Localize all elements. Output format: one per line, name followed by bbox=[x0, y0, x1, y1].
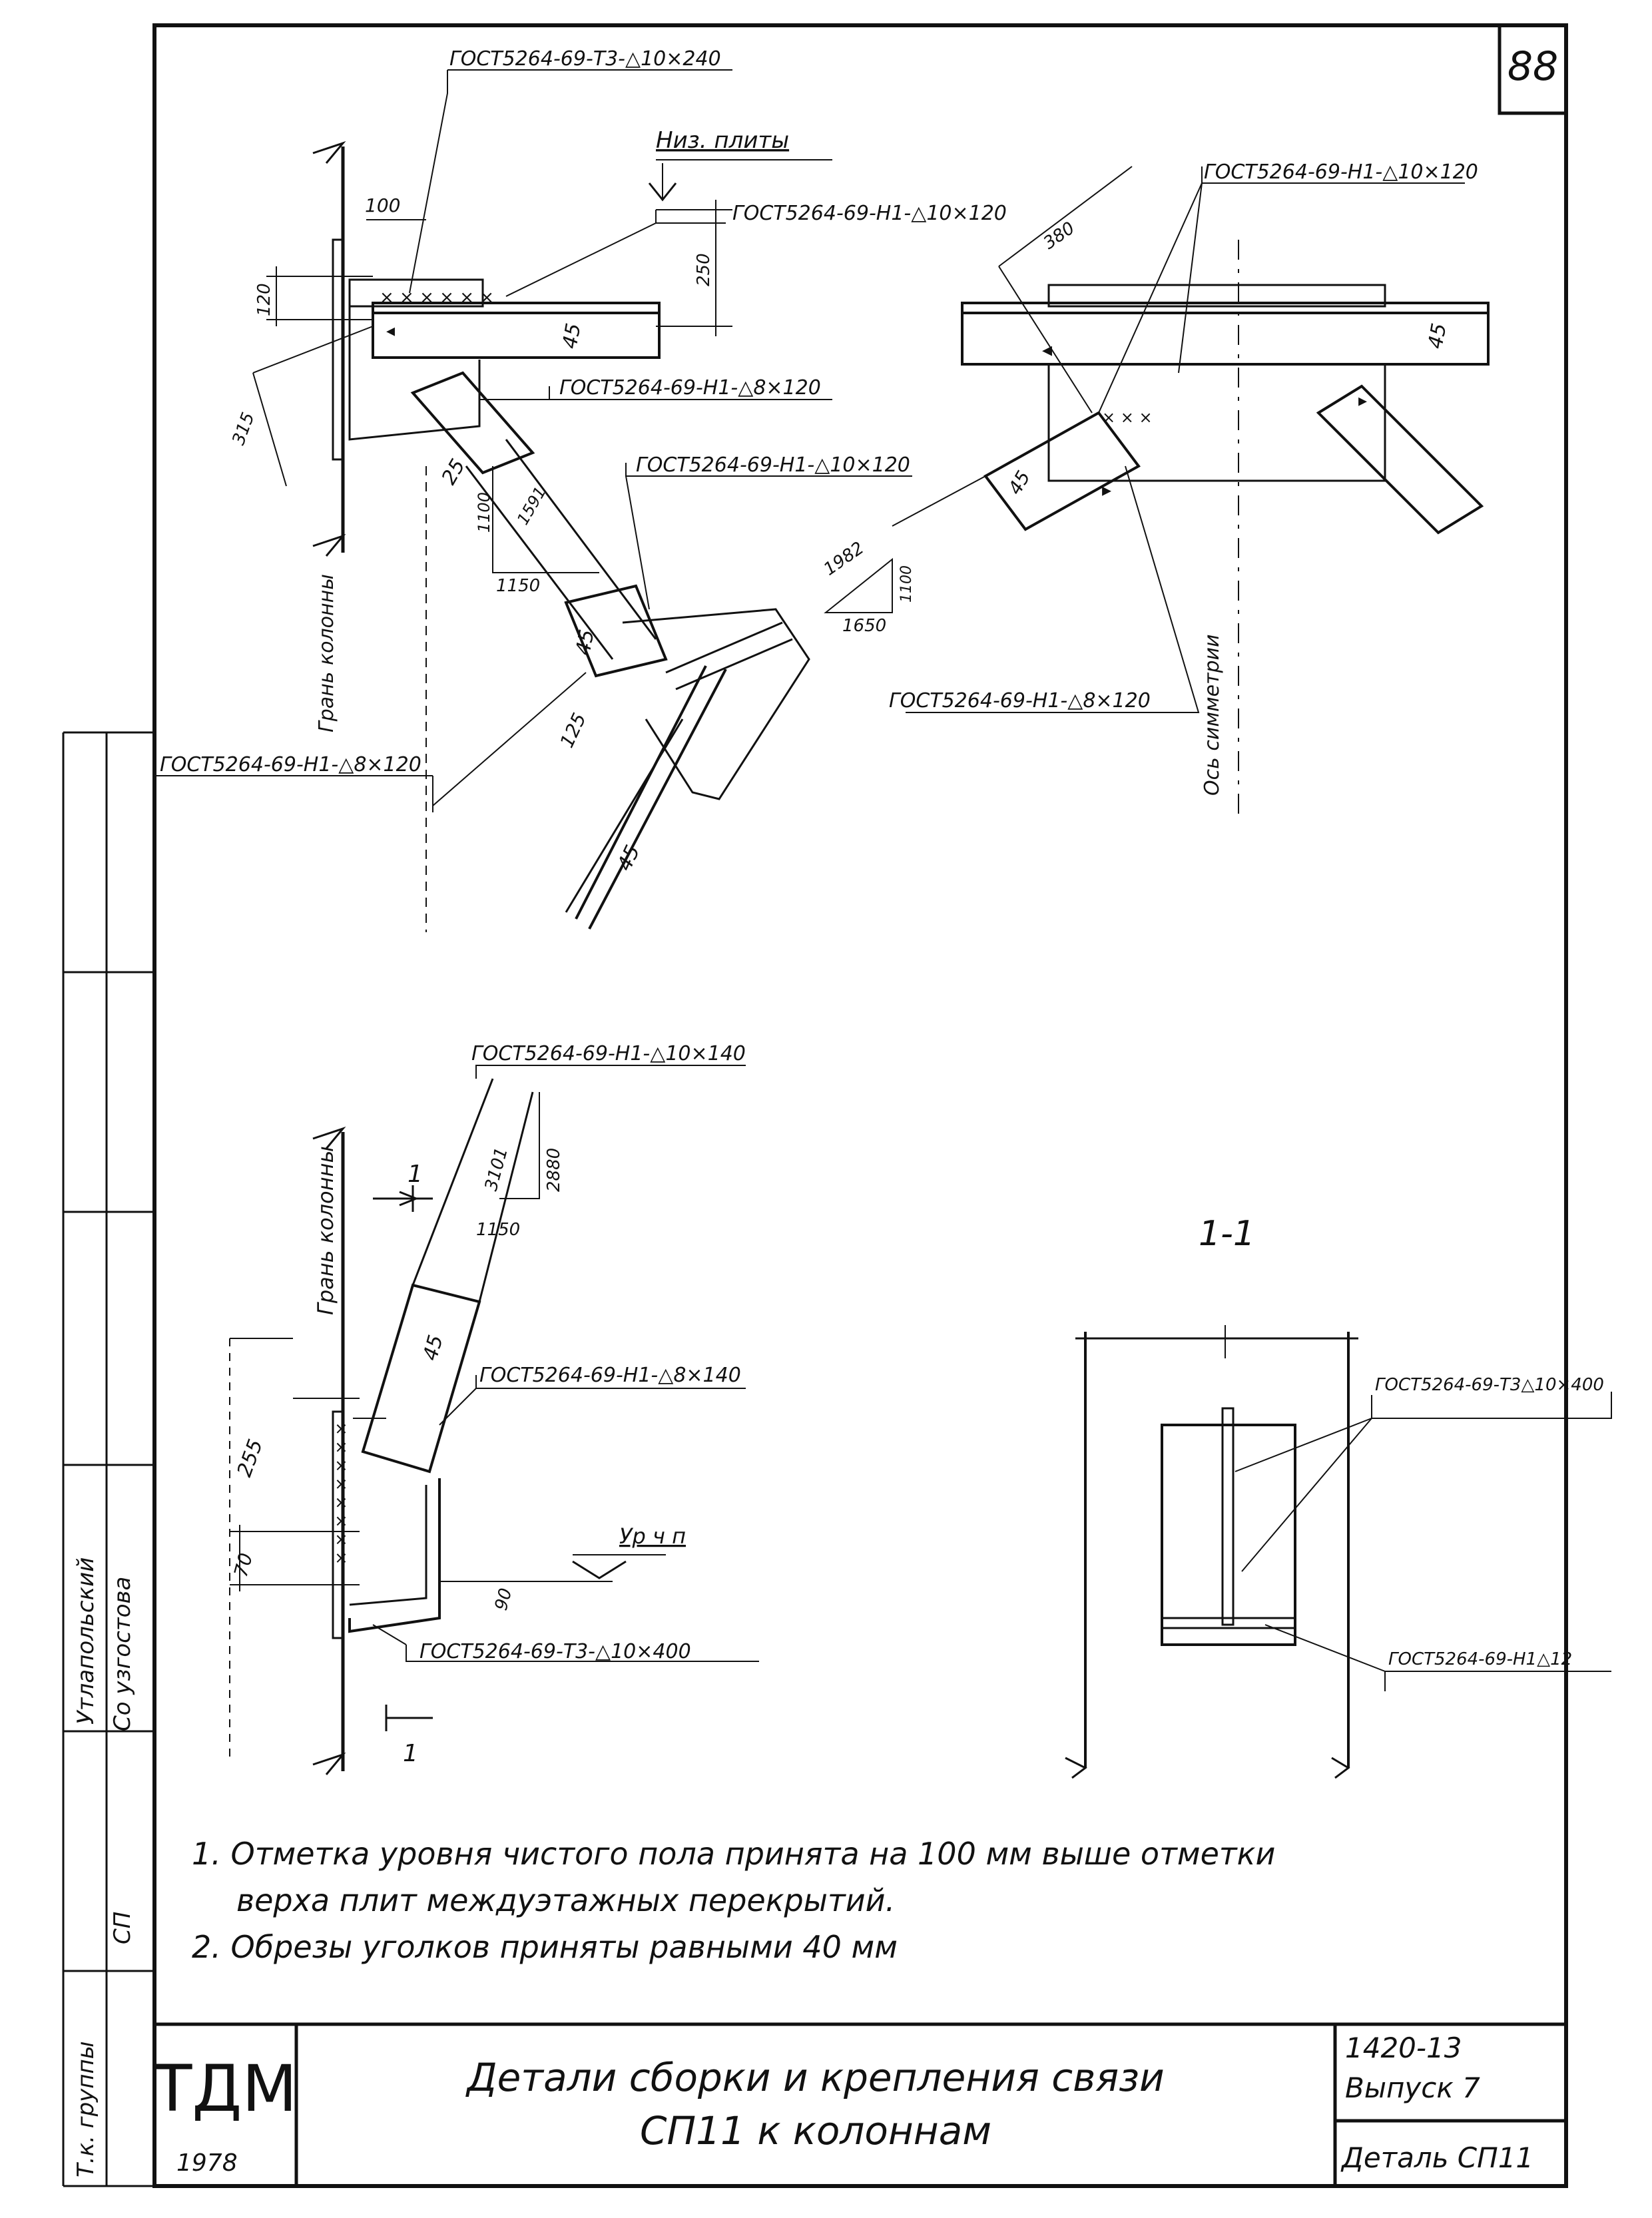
column-face-label-top: Грань колонны bbox=[315, 574, 338, 732]
dim-120: 120 bbox=[254, 283, 274, 316]
detail-top-left bbox=[153, 69, 912, 932]
stamp-row-3: СП bbox=[109, 1912, 136, 1944]
sheet-number-box bbox=[1498, 25, 1566, 115]
drawing-title-line-2: СП11 к колоннам bbox=[640, 2108, 991, 2153]
callout-h1-8x120-right: ГОСТ5264-69-Н1-△8×120 bbox=[889, 689, 1151, 712]
dim-250: 250 bbox=[694, 253, 714, 286]
dim-125: 125 bbox=[555, 710, 590, 751]
dim-90: 90 bbox=[491, 1586, 517, 1613]
angle-45-c: 45 bbox=[613, 842, 645, 874]
year: 1978 bbox=[176, 2149, 238, 2177]
stamp-row-1: Утлапольский bbox=[73, 1557, 99, 1725]
dim-380: 380 bbox=[1040, 218, 1079, 254]
slope-3101: 3101 bbox=[481, 1145, 512, 1193]
issue-number: Выпуск 7 bbox=[1345, 2072, 1480, 2104]
slope-1100-right: 1100 bbox=[898, 565, 915, 603]
callout-top-t3: ГОСТ5264-69-Т3-△10×240 bbox=[449, 47, 721, 71]
weld-marks: × × × × × × × × × × × × × × × × × ◂ ◂ ▸ … bbox=[332, 288, 1367, 1565]
callout-h1-10x120-right: ГОСТ5264-69-Н1-△10×120 bbox=[1204, 160, 1478, 184]
detail-bottom-left bbox=[229, 1065, 759, 1775]
symmetry-axis-label: Ось симметрии bbox=[1201, 634, 1224, 796]
stamp-row-2: Со узгостова bbox=[109, 1577, 136, 1731]
section-callout-t3: ГОСТ5264-69-Т3△10×400 bbox=[1375, 1375, 1604, 1395]
level-label-top: Низ. плиты bbox=[656, 127, 789, 154]
slope-1150-left: 1150 bbox=[496, 576, 540, 596]
angle-45-b: 45 bbox=[571, 628, 599, 657]
section-mark-bottom: 1 bbox=[403, 1740, 418, 1767]
angle-25: 25 bbox=[437, 455, 470, 489]
section-callout-h1: ГОСТ5264-69-Н1△12 bbox=[1388, 1649, 1572, 1669]
dim-315: 315 bbox=[228, 410, 258, 447]
slope-1100-left: 1100 bbox=[475, 492, 493, 533]
slope-2880: 2880 bbox=[544, 1148, 564, 1192]
svg-text:× × ×: × × × bbox=[1102, 408, 1153, 427]
section-mark-top: 1 bbox=[408, 1161, 423, 1188]
svg-text:× × × × × × × ×: × × × × × × × × bbox=[332, 1422, 350, 1565]
angle-45-bottom: 45 bbox=[419, 1332, 448, 1363]
section-title: 1-1 bbox=[1199, 1214, 1255, 1254]
dim-100: 100 bbox=[365, 194, 400, 216]
slope-1150-bottom: 1150 bbox=[476, 1220, 520, 1240]
note-line-1: 1. Отметка уровня чистого пола принята н… bbox=[192, 1836, 1275, 1872]
angle-45-right-b: 45 bbox=[1003, 467, 1034, 498]
dim-70: 70 bbox=[230, 1551, 257, 1579]
detail-top-right bbox=[824, 166, 1490, 819]
title-block bbox=[154, 2022, 1566, 2186]
drawing-title-line-1: Детали сборки и крепления связи bbox=[465, 2055, 1164, 2100]
svg-text:× × × × × ×: × × × × × × bbox=[380, 288, 494, 308]
callout-h1-8x140: ГОСТ5264-69-Н1-△8×140 bbox=[479, 1364, 741, 1387]
dim-255: 255 bbox=[233, 1436, 268, 1480]
callout-h1-10x120-b: ГОСТ5264-69-Н1-△10×120 bbox=[636, 453, 910, 477]
org-mark: ТДМ bbox=[152, 2052, 297, 2126]
angle-45-a: 45 bbox=[558, 322, 585, 351]
column-face-label-bottom: Грань колонны bbox=[313, 1146, 338, 1315]
note-line-3: 2. Обрезы уголков приняты равными 40 мм bbox=[192, 1929, 898, 1965]
angle-45-right-a: 45 bbox=[1424, 322, 1451, 351]
sheet-number: 88 bbox=[1508, 43, 1558, 90]
callout-h1-10x140: ГОСТ5264-69-Н1-△10×140 bbox=[471, 1042, 746, 1065]
svg-text:◂: ◂ bbox=[1042, 338, 1052, 362]
detail-number: Деталь СП11 bbox=[1340, 2141, 1533, 2174]
svg-text:▸: ▸ bbox=[1358, 391, 1367, 411]
slope-1982: 1982 bbox=[820, 538, 868, 580]
section-1-1 bbox=[1065, 1325, 1612, 1779]
stamp-row-4: Т.к. группы bbox=[73, 2041, 99, 2177]
sheet-frame bbox=[152, 23, 1568, 2188]
svg-text:▸: ▸ bbox=[1102, 479, 1111, 501]
callout-t3-10x400: ГОСТ5264-69-Т3-△10×400 bbox=[419, 1640, 691, 1663]
series-number: 1420-13 bbox=[1345, 2032, 1462, 2064]
slope-1591: 1591 bbox=[513, 483, 550, 528]
callout-h1-8x120-b: ГОСТ5264-69-Н1-△8×120 bbox=[160, 753, 421, 776]
level-label-bottom: Ур ч п bbox=[619, 1524, 686, 1549]
binding-strip bbox=[62, 731, 154, 2187]
slope-1650: 1650 bbox=[842, 616, 886, 636]
callout-h1-8x120-a: ГОСТ5264-69-Н1-△8×120 bbox=[559, 376, 821, 400]
callout-h1-10x120: ГОСТ5264-69-Н1-△10×120 bbox=[732, 202, 1007, 225]
svg-text:◂: ◂ bbox=[386, 321, 395, 341]
note-line-2: верха плит междуэтажных перекрытий. bbox=[236, 1882, 895, 1918]
